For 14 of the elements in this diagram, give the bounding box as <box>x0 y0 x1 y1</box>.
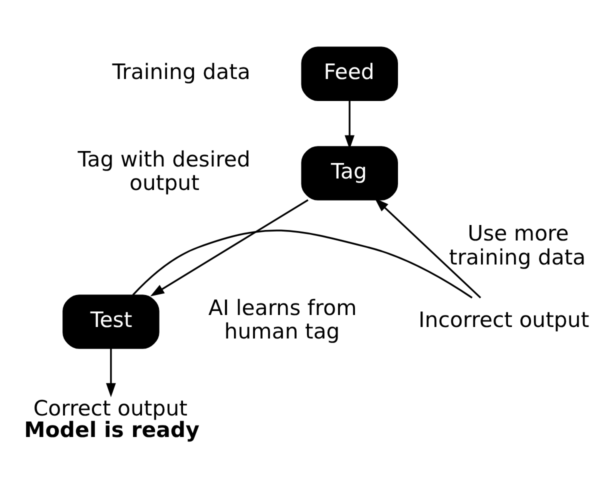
edge-label: Use more training data <box>449 221 586 270</box>
node-label: Training data <box>112 59 250 84</box>
node-label: Tag with desired output <box>78 146 250 196</box>
arrow <box>374 198 482 298</box>
node-label: AI learns from human tag <box>208 295 357 344</box>
arrow <box>150 198 308 296</box>
node-text: Incorrect output <box>418 307 590 332</box>
node-box: Tag <box>301 146 398 200</box>
node-box: Feed <box>301 46 398 100</box>
arrow <box>106 348 116 397</box>
node-box: Test <box>62 294 160 348</box>
node-text: Correct output Model is ready <box>24 396 200 442</box>
connector <box>132 229 473 298</box>
arrow <box>344 100 355 149</box>
